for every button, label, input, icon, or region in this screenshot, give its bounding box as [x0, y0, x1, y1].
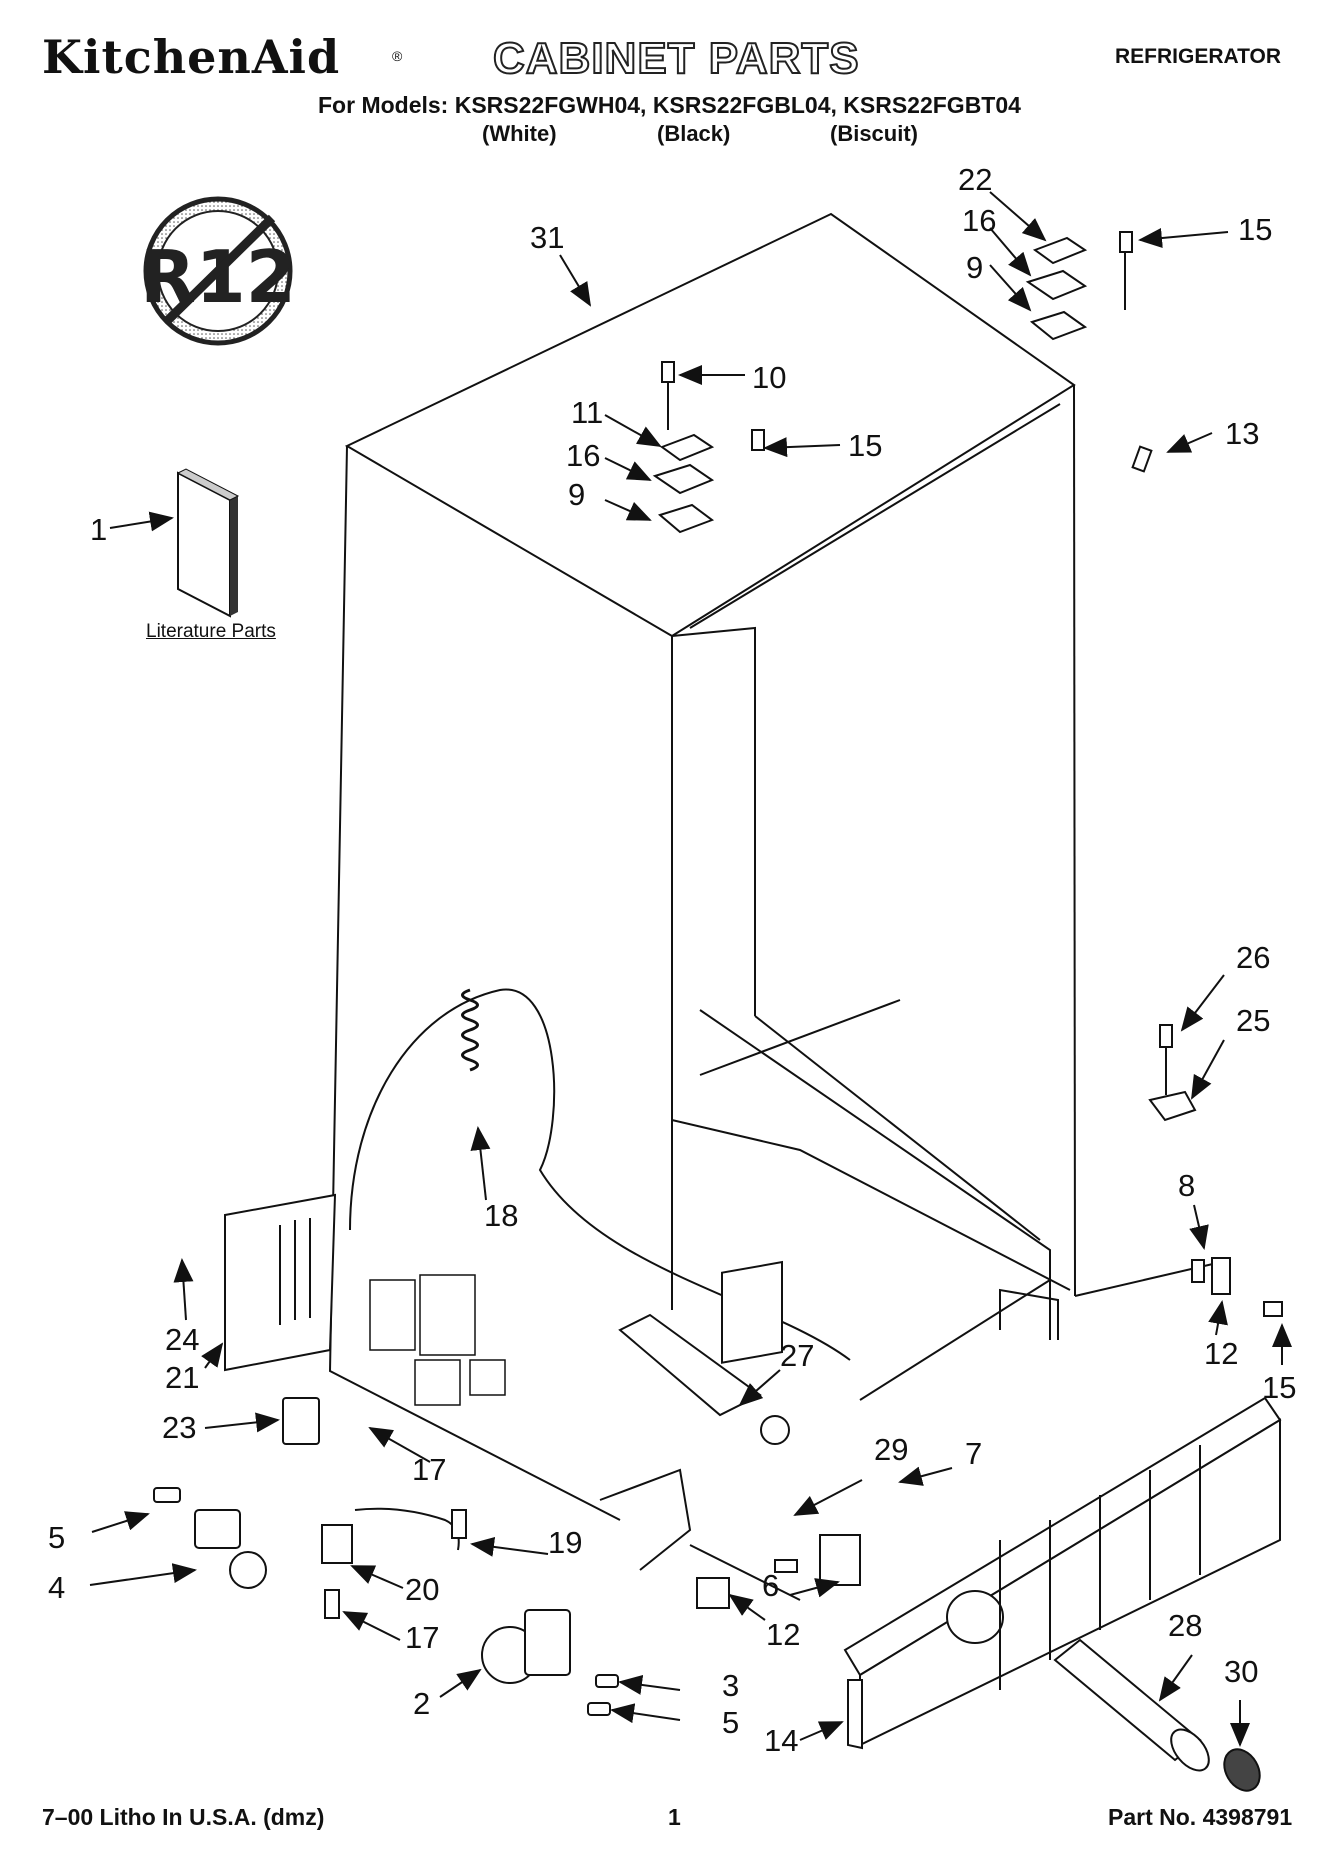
callout-10: 10: [752, 360, 787, 395]
brand-logo: KitchenAid: [42, 30, 341, 84]
variant-biscuit: (Biscuit): [830, 121, 918, 146]
registered-mark: ®: [392, 48, 403, 64]
callout-29: 29: [874, 1432, 909, 1467]
callout-9-left: 9: [568, 477, 586, 512]
callout-20: 20: [405, 1572, 440, 1607]
cabinet-shell: [328, 212, 1231, 1601]
callout-3: 3: [722, 1668, 740, 1703]
leader-arrows: [89, 191, 1292, 1747]
callout-27: 27: [780, 1338, 815, 1373]
relay-cluster: [369, 1274, 506, 1406]
callout-2: 2: [413, 1686, 431, 1721]
callout-24: 24: [165, 1322, 200, 1357]
callout-14: 14: [764, 1723, 799, 1758]
callout-18: 18: [484, 1198, 519, 1233]
callout-8: 8: [1178, 1168, 1196, 1203]
callout-4: 4: [48, 1570, 66, 1605]
coil-spring-18: [461, 988, 479, 1072]
upper-hinge-right: [1025, 231, 1153, 473]
callout-16-right: 16: [962, 203, 997, 238]
callout-26: 26: [1236, 940, 1271, 975]
appliance-type: REFRIGERATOR: [1115, 45, 1282, 68]
variant-white: (White): [482, 121, 557, 146]
roller-bracket-2: [481, 1609, 619, 1716]
callout-12-lower: 12: [766, 1617, 801, 1652]
drain-tube-27: [618, 1260, 790, 1445]
lower-hinge-right: [1148, 1024, 1283, 1317]
callout-28: 28: [1168, 1608, 1203, 1643]
control-panel-21: [224, 1193, 337, 1372]
part-number: Part No. 4398791: [1108, 1804, 1293, 1830]
callout-17-upper: 17: [412, 1452, 447, 1487]
cap-30: [1223, 1748, 1261, 1792]
callout-15-top-right: 15: [1238, 212, 1273, 247]
callout-15-bottom-right: 15: [1262, 1370, 1297, 1405]
page-number: 1: [668, 1804, 681, 1830]
callout-9-right: 9: [966, 250, 984, 285]
page-title: CABINET PARTS: [492, 33, 860, 84]
callout-21: 21: [165, 1360, 200, 1395]
water-tube-19: [321, 1507, 467, 1619]
callout-23: 23: [162, 1410, 197, 1445]
models-line: For Models: KSRS22FGWH04, KSRS22FGBL04, …: [318, 92, 1021, 118]
callout-30: 30: [1224, 1654, 1259, 1689]
variant-black: (Black): [657, 121, 731, 146]
base-grille-14: [843, 1396, 1282, 1750]
filter-28: [1053, 1638, 1210, 1772]
callout-5-lower: 5: [722, 1705, 740, 1740]
callout-15-mid: 15: [848, 428, 883, 463]
callout-13: 13: [1225, 416, 1260, 451]
callout-31: 31: [530, 220, 565, 255]
literature-parts-label: Literature Parts: [146, 621, 276, 642]
callout-7: 7: [965, 1436, 983, 1471]
literature-booklet: [176, 468, 240, 618]
callout-16-left: 16: [566, 438, 601, 473]
callout-6: 6: [762, 1568, 780, 1603]
callout-22: 22: [958, 162, 993, 197]
callout-12-right: 12: [1204, 1336, 1239, 1371]
upper-hinge-left: [652, 361, 765, 534]
bracket-23: [282, 1397, 320, 1445]
callout-5-left: 5: [48, 1520, 66, 1555]
callout-11: 11: [571, 395, 604, 430]
caster-4: [153, 1487, 267, 1589]
callout-1: 1: [90, 512, 108, 547]
footer-litho: 7–00 Litho In U.S.A. (dmz): [42, 1804, 325, 1830]
bracket-6-12: [696, 1534, 861, 1609]
callout-17-lower: 17: [405, 1620, 440, 1655]
callout-25: 25: [1236, 1003, 1271, 1038]
callout-19: 19: [548, 1525, 583, 1560]
no-r12-badge: R12: [140, 196, 296, 346]
